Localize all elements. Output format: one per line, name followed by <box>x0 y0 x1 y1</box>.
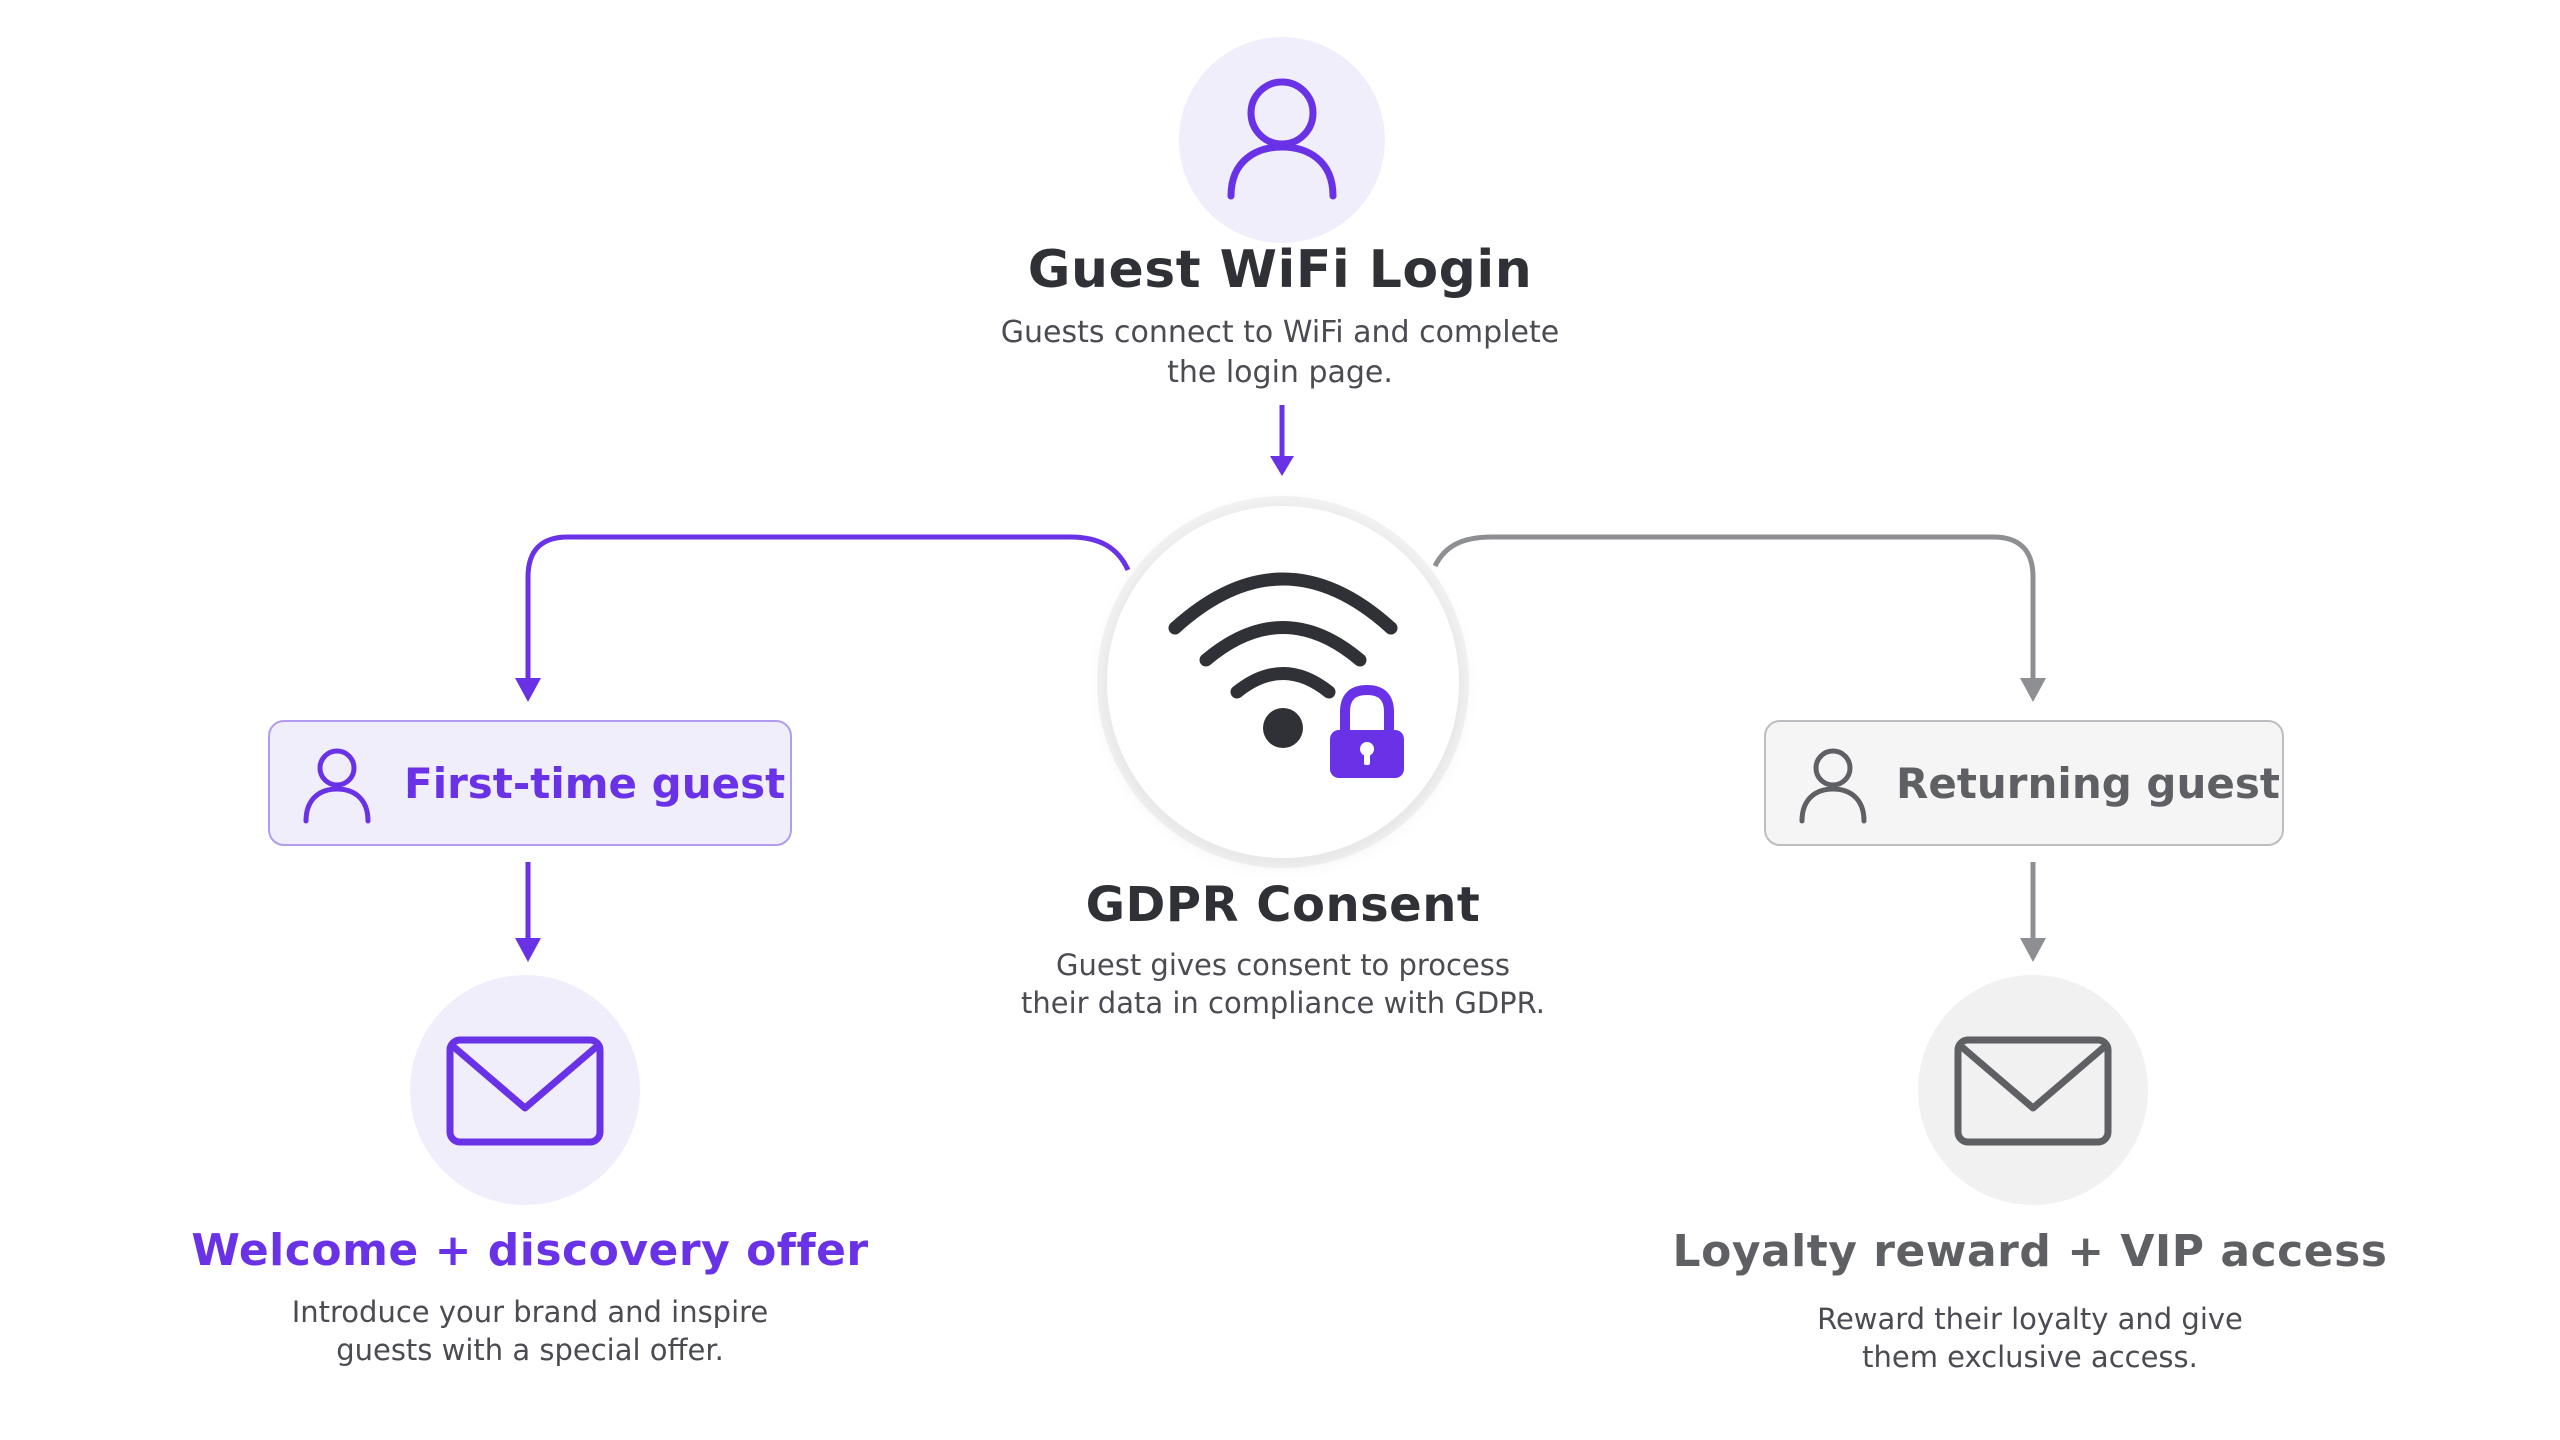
lock-icon <box>1330 684 1404 778</box>
envelope-icon <box>1954 1036 2112 1146</box>
center-title: GDPR Consent <box>1085 877 1481 933</box>
right-offer-title: Loyalty reward + VIP access <box>1672 1226 2388 1277</box>
wifi-dot <box>1263 708 1303 748</box>
left-description-line1: Introduce your brand and inspire <box>291 1295 769 1329</box>
person-icon <box>303 748 371 824</box>
returning-guest-label: Returning guest <box>1896 758 2280 808</box>
left-offer-title: Welcome + discovery offer <box>191 1225 869 1276</box>
arrow-head-right-branch <box>2020 678 2046 702</box>
arrow-head-right-down <box>2020 938 2046 962</box>
top-person-icon-group <box>1179 37 1385 243</box>
center-description-line1: Guest gives consent to process <box>1056 948 1510 982</box>
left-envelope-group <box>410 975 640 1205</box>
person-icon <box>1227 78 1337 200</box>
right-envelope-group <box>1918 975 2148 1205</box>
arrow-head-left-down <box>515 938 541 962</box>
envelope-icon <box>446 1036 604 1146</box>
right-description-line1: Reward their loyalty and give <box>1817 1302 2243 1336</box>
center-description-line2: their data in compliance with GDPR. <box>1021 986 1545 1020</box>
top-title: Guest WiFi Login <box>1027 240 1533 300</box>
arrow-top-to-center <box>1270 405 1294 476</box>
center-circle <box>1107 506 1459 858</box>
right-description-line2: them exclusive access. <box>1862 1340 2198 1374</box>
returning-guest-box[interactable]: Returning guest <box>1764 720 2284 846</box>
top-description-line1: Guests connect to WiFi and complete <box>1000 315 1560 350</box>
wifi-icon <box>1168 572 1398 699</box>
connector-left-branch <box>525 534 1131 680</box>
top-description-line2: the login page. <box>1167 355 1393 390</box>
first-time-guest-box[interactable]: First-time guest <box>268 720 792 846</box>
right-envelope-circle <box>1918 975 2148 1205</box>
left-envelope-circle <box>410 975 640 1205</box>
arrow-head-left-branch <box>515 678 541 702</box>
left-description-line2: guests with a special offer. <box>336 1333 724 1367</box>
person-icon <box>1799 748 1867 824</box>
top-icon-circle <box>1179 37 1385 243</box>
center-wifi-group <box>1097 496 1469 868</box>
connector-right-branch <box>1432 534 2036 680</box>
first-time-guest-label: First-time guest <box>404 758 786 808</box>
